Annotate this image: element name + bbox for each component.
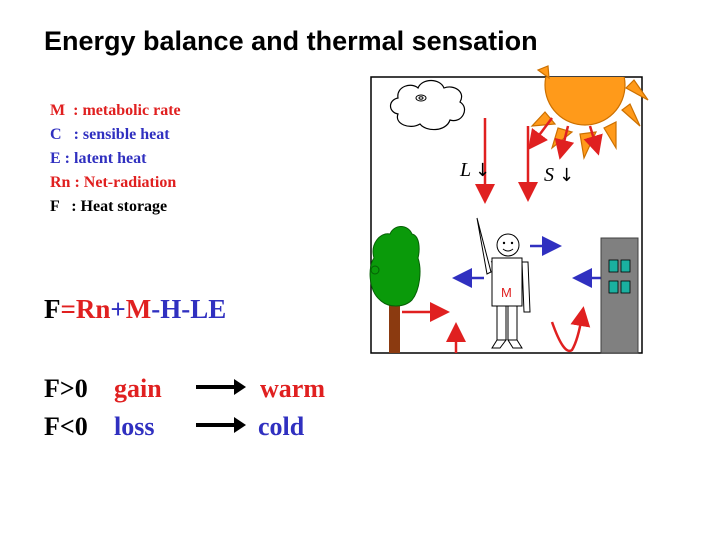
sun-icon <box>530 65 649 161</box>
sun-ray-arrow <box>583 125 603 156</box>
formula-plus: + <box>110 294 126 324</box>
condition-result: warm <box>260 374 325 403</box>
formula-rest: -H-LE <box>151 294 227 324</box>
sun-ray-arrow <box>528 117 553 150</box>
legend-row-net-radiation: Rn : Net-radiation <box>50 171 181 195</box>
condition-lhs: F>0 <box>44 374 88 403</box>
longwave-down-icon: ↓ <box>475 160 490 181</box>
legend-symbol: M <box>50 102 66 119</box>
building-icon <box>600 237 639 354</box>
condition-state: loss <box>114 412 155 441</box>
arrow-right-icon <box>196 379 246 395</box>
legend-sep: : <box>59 198 81 215</box>
condition-result: cold <box>258 412 305 441</box>
condition-state: gain <box>114 374 162 403</box>
shortwave-down-icon: ↓ <box>559 165 574 186</box>
energy-balance-formula: F=Rn+M-H-LE <box>44 294 226 325</box>
slide-title: Energy balance and thermal sensation <box>44 26 538 56</box>
formula-equals: = <box>60 294 76 324</box>
reflection-arrow <box>550 306 591 353</box>
person-mouth <box>502 248 514 252</box>
person-figure <box>476 217 531 349</box>
legend-text: metabolic rate <box>82 102 181 119</box>
legend-symbol: E <box>50 150 61 167</box>
legend-symbol: F <box>50 198 60 215</box>
cloud-icon <box>389 79 465 131</box>
legend-row-metabolic: M : metabolic rate <box>50 99 181 123</box>
legend-text: Net-radiation <box>83 174 177 191</box>
formula-f: F <box>44 294 61 324</box>
arrow-right-icon <box>196 417 246 433</box>
legend-symbol: Rn <box>50 174 71 191</box>
legend-sep: : <box>65 102 83 119</box>
person-metabolic-label: M <box>501 285 512 300</box>
legend-text: latent heat <box>74 150 147 167</box>
legend-sep: : <box>60 150 74 167</box>
longwave-label: L <box>459 159 471 181</box>
sun-ray-arrow <box>554 125 575 160</box>
formula-rn: Rn <box>75 294 111 324</box>
person-eye <box>510 241 514 245</box>
person-eye <box>502 241 506 245</box>
legend-sep: : <box>61 126 83 143</box>
condition-lhs: F<0 <box>44 412 88 441</box>
legend-row-heat-storage: F : Heat storage <box>50 195 181 219</box>
formula-m: M <box>125 294 152 324</box>
tree-icon <box>369 226 421 353</box>
legend: M : metabolic rate C : sensible heat E :… <box>50 99 181 219</box>
legend-row-sensible: C : sensible heat <box>50 123 181 147</box>
legend-row-latent: E : latent heat <box>50 147 181 171</box>
legend-sep: : <box>70 174 84 191</box>
legend-text: sensible heat <box>82 126 170 143</box>
legend-text: Heat storage <box>80 198 168 215</box>
shortwave-label: S <box>544 164 554 186</box>
legend-symbol: C <box>50 126 62 143</box>
